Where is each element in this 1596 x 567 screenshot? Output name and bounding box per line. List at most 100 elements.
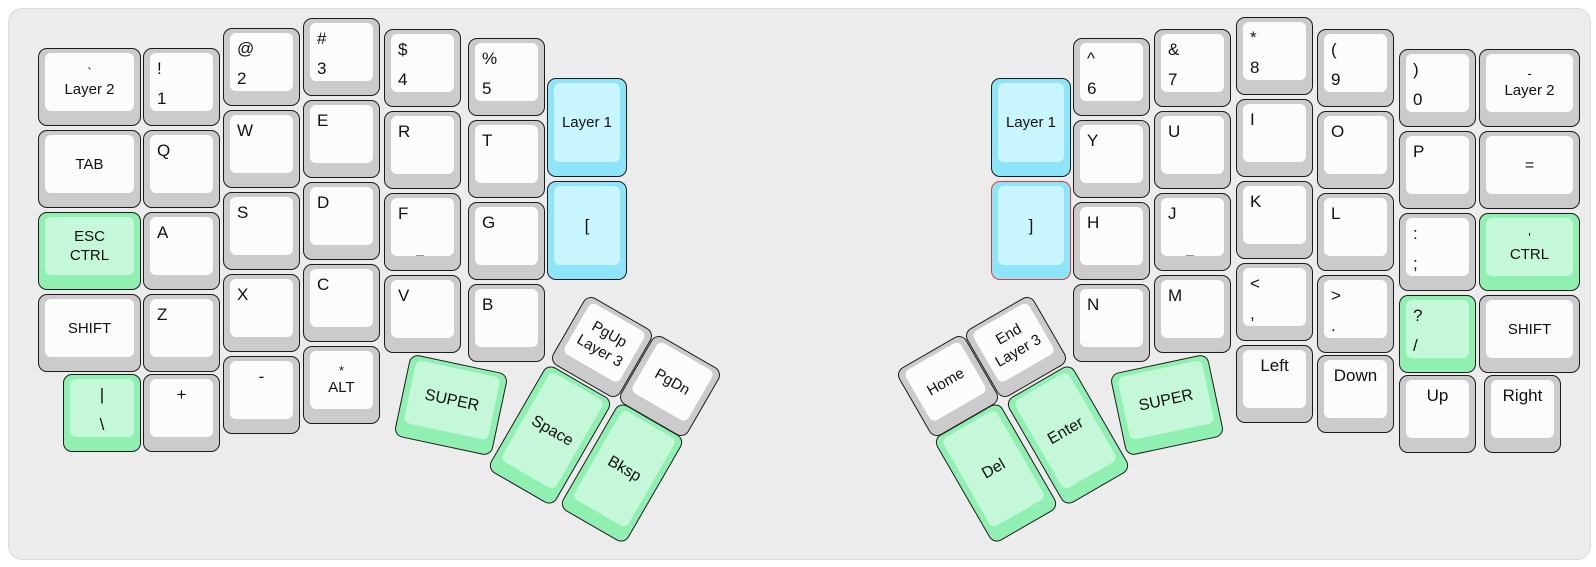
key-minus[interactable]: -	[223, 356, 300, 434]
keycap-surface: |\	[70, 379, 134, 437]
key-label: :	[1413, 224, 1418, 243]
key-shift-right[interactable]: SHIFT	[1479, 295, 1580, 373]
keycap-surface: H	[1080, 207, 1143, 265]
key-quote-ctrl[interactable]: 'CTRL	[1479, 213, 1580, 291]
key-f[interactable]: F_	[384, 193, 461, 271]
key-l[interactable]: L	[1317, 193, 1394, 271]
key-left-bracket[interactable]: [	[547, 181, 627, 280]
keycap-surface: T	[475, 125, 538, 183]
keycap-surface: S	[230, 197, 293, 255]
key-w[interactable]: W	[223, 110, 300, 188]
key-label: (	[1331, 40, 1337, 59]
key-paren-0[interactable]: )0	[1399, 49, 1476, 127]
key-n[interactable]: N	[1073, 284, 1150, 362]
keycap-surface: PgDn	[630, 340, 715, 423]
keycap-surface: G	[475, 207, 538, 265]
key-super-right[interactable]: SUPER	[1109, 353, 1225, 457]
key-arrow-left[interactable]: Left	[1236, 345, 1313, 423]
keycap-surface: :;	[1406, 218, 1469, 276]
key-label: K	[1250, 192, 1262, 211]
key-e[interactable]: E	[303, 100, 380, 178]
key-label: Left	[1260, 356, 1289, 375]
key-label: Layer 2	[64, 80, 115, 98]
key-percent-5[interactable]: %5	[468, 38, 545, 116]
key-question-slash[interactable]: ?/	[1399, 295, 1476, 373]
key-hash-3[interactable]: #3	[303, 18, 380, 96]
key-right-bracket[interactable]: ]	[991, 181, 1071, 280]
key-label: `	[87, 64, 92, 80]
key-t[interactable]: T	[468, 120, 545, 198]
key-label: Up	[1426, 386, 1449, 405]
key-label: ?	[1413, 306, 1423, 325]
keycap-surface: )0	[1406, 54, 1469, 112]
key-a[interactable]: A	[143, 212, 220, 290]
key-shift-left[interactable]: SHIFT	[38, 294, 141, 372]
keycap-surface: I	[1243, 104, 1306, 162]
key-g[interactable]: G	[468, 202, 545, 280]
key-super-left[interactable]: SUPER	[393, 353, 509, 457]
key-label: M	[1168, 286, 1183, 305]
key-equals[interactable]: =	[1479, 131, 1580, 209]
key-dollar-4[interactable]: $4	[384, 29, 461, 107]
key-arrow-down[interactable]: Down	[1317, 355, 1394, 433]
key-lessthan-comma[interactable]: <,	[1236, 263, 1313, 341]
key-label: [	[584, 216, 590, 235]
keycap-surface: Right	[1491, 380, 1554, 438]
key-z[interactable]: Z	[143, 294, 220, 372]
key-s[interactable]: S	[223, 192, 300, 270]
key-star-alt[interactable]: *ALT	[303, 346, 380, 424]
key-d[interactable]: D	[303, 182, 380, 260]
key-at-2[interactable]: @2	[223, 28, 300, 106]
key-label: PgDn	[651, 364, 694, 399]
key-y[interactable]: Y	[1073, 120, 1150, 198]
key-arrow-up[interactable]: Up	[1399, 375, 1476, 453]
key-b[interactable]: B	[468, 284, 545, 362]
key-label: -	[1527, 65, 1532, 81]
key-plus[interactable]: +	[143, 374, 220, 452]
key-u[interactable]: U	[1154, 111, 1231, 189]
key-label: |	[99, 385, 105, 404]
key-j[interactable]: J_	[1154, 193, 1231, 271]
key-label: F	[398, 204, 409, 223]
key-v[interactable]: V	[384, 275, 461, 353]
key-caret-6[interactable]: ^6	[1073, 38, 1150, 116]
keycap-surface: F_	[391, 198, 454, 256]
key-layer1-left[interactable]: Layer 1	[547, 78, 627, 177]
key-ampersand-7[interactable]: &7	[1154, 29, 1231, 107]
keycap-surface: <,	[1243, 268, 1306, 326]
key-label: Y	[1087, 131, 1099, 150]
key-m[interactable]: M	[1154, 275, 1231, 353]
keycap-surface: Left	[1243, 350, 1306, 408]
keycap-surface: $4	[391, 34, 454, 92]
key-tab[interactable]: TAB	[38, 130, 141, 208]
key-pipe-backslash[interactable]: |\	[63, 374, 141, 452]
key-exclamation-1[interactable]: !1	[143, 48, 220, 126]
key-colon-semicolon[interactable]: :;	[1399, 213, 1476, 291]
key-arrow-right[interactable]: Right	[1484, 375, 1561, 453]
homing-bar: _	[1186, 240, 1194, 256]
keycap-surface: W	[230, 115, 293, 173]
keycap-surface: -Layer 2	[1486, 54, 1573, 112]
key-label: =	[1524, 156, 1535, 174]
key-x[interactable]: X	[223, 274, 300, 352]
key-r[interactable]: R	[384, 111, 461, 189]
key-label: &	[1168, 40, 1180, 59]
key-star-8[interactable]: *8	[1236, 17, 1313, 95]
key-label: G	[482, 213, 496, 232]
key-paren-9[interactable]: (9	[1317, 29, 1394, 107]
key-q[interactable]: Q	[143, 130, 220, 208]
key-label: D	[317, 193, 330, 212]
keycap-surface: -	[230, 361, 293, 419]
key-grave-layer2[interactable]: `Layer 2	[38, 48, 141, 126]
key-o[interactable]: O	[1317, 111, 1394, 189]
key-h[interactable]: H	[1073, 202, 1150, 280]
key-dash-layer2[interactable]: -Layer 2	[1479, 49, 1580, 127]
key-greaterthan-period[interactable]: >.	[1317, 275, 1394, 353]
key-c[interactable]: C	[303, 264, 380, 342]
key-layer1-right[interactable]: Layer 1	[991, 78, 1071, 177]
key-k[interactable]: K	[1236, 181, 1313, 259]
key-i[interactable]: I	[1236, 99, 1313, 177]
key-p[interactable]: P	[1399, 131, 1476, 209]
key-label: ALT	[328, 378, 355, 396]
